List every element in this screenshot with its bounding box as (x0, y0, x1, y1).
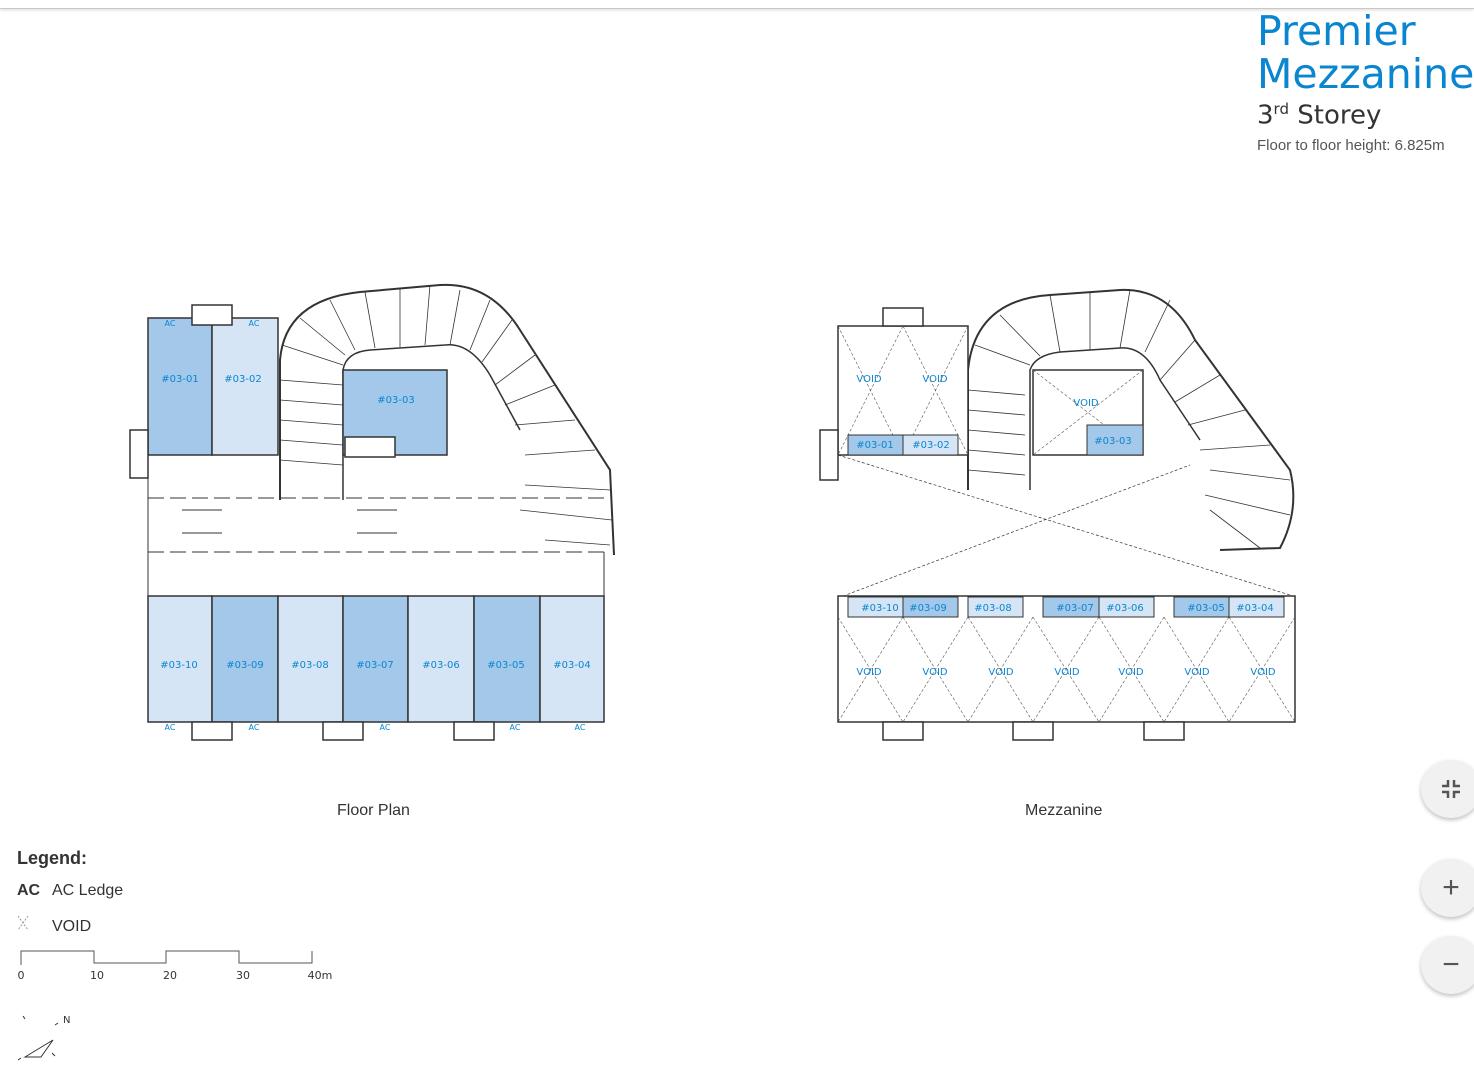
page-title: Premier Mezzanine (1257, 10, 1474, 96)
unit-label[interactable]: #03-02 (224, 374, 261, 385)
title-line-1: Premier (1257, 7, 1416, 55)
unit-label[interactable]: #03-07 (356, 660, 393, 671)
legend-label: VOID (52, 918, 92, 935)
storey-suffix: rd (1273, 100, 1289, 118)
zoom-in-button[interactable]: + (1421, 859, 1474, 917)
legend-title: Legend: (17, 848, 87, 868)
scale-tick: 20 (163, 969, 177, 982)
scale-tick: 10 (90, 969, 104, 982)
void-label: VOID (988, 667, 1013, 678)
ac-ledge-label: AC (249, 319, 260, 328)
void-label: VOID (1118, 667, 1143, 678)
unit-label[interactable]: #03-04 (1236, 603, 1273, 614)
storey-number: 3 (1257, 100, 1274, 131)
ac-ledge-label: AC (165, 319, 176, 328)
unit-label[interactable]: #03-10 (861, 603, 898, 614)
unit-label[interactable]: #03-10 (160, 660, 197, 671)
unit-label[interactable]: #03-02 (912, 440, 949, 451)
unit-label[interactable]: #03-09 (226, 660, 263, 671)
unit-label[interactable]: #03-03 (1094, 436, 1131, 447)
unit-label[interactable]: #03-09 (909, 603, 946, 614)
north-arrow-icon: N (17, 1015, 70, 1061)
fit-screen-button[interactable] (1421, 760, 1474, 818)
mezzanine-caption: Mezzanine (1025, 802, 1103, 819)
unit-label[interactable]: #03-01 (856, 440, 893, 451)
void-label: VOID (856, 667, 881, 678)
scale-tick: 0 (18, 969, 25, 982)
legend-item-void: VOID (17, 915, 91, 936)
void-label: VOID (1184, 667, 1209, 678)
unit-label[interactable]: #03-03 (377, 395, 414, 406)
unit-label[interactable]: #03-04 (553, 660, 590, 671)
unit-label[interactable]: #03-08 (291, 660, 328, 671)
scale-bar: 0 10 20 30 40m (18, 950, 333, 982)
void-label: VOID (1054, 667, 1079, 678)
void-label: VOID (856, 374, 881, 385)
north-label: N (63, 1015, 70, 1026)
void-label: VOID (1073, 398, 1098, 409)
void-cross-icon (17, 915, 52, 936)
ac-ledge-label: AC (380, 723, 391, 732)
floor-plan-caption: Floor Plan (337, 802, 410, 819)
ac-ledge-label: AC (165, 723, 176, 732)
unit-label[interactable]: #03-06 (422, 660, 459, 671)
storey-label: 3rd Storey (1257, 100, 1381, 131)
ac-key: AC (17, 882, 41, 899)
storey-word: Storey (1297, 100, 1382, 131)
void-label: VOID (922, 374, 947, 385)
ac-ledge-label: AC (510, 723, 521, 732)
unit-label[interactable]: #03-08 (974, 603, 1011, 614)
ac-ledge-label: AC (575, 723, 586, 732)
legend-item-ac: AC AC Ledge (17, 882, 123, 900)
top-border (0, 0, 1474, 9)
unit-label[interactable]: #03-06 (1106, 603, 1143, 614)
unit-label[interactable]: #03-01 (161, 374, 198, 385)
unit-label[interactable]: #03-07 (1056, 603, 1093, 614)
ac-ledge-label: AC (249, 723, 260, 732)
unit-label[interactable]: #03-05 (1187, 603, 1224, 614)
scale-tick: 40m (308, 969, 333, 982)
scale-tick: 30 (236, 969, 250, 982)
zoom-out-button[interactable]: − (1421, 936, 1474, 994)
legend-label: AC Ledge (52, 882, 124, 899)
floor-height: Floor to floor height: 6.825m (1257, 137, 1445, 154)
void-label: VOID (922, 667, 947, 678)
unit-label[interactable]: #03-05 (487, 660, 524, 671)
void-label: VOID (1250, 667, 1275, 678)
fit-screen-icon (1442, 780, 1460, 798)
title-line-2: Mezzanine (1257, 50, 1474, 98)
